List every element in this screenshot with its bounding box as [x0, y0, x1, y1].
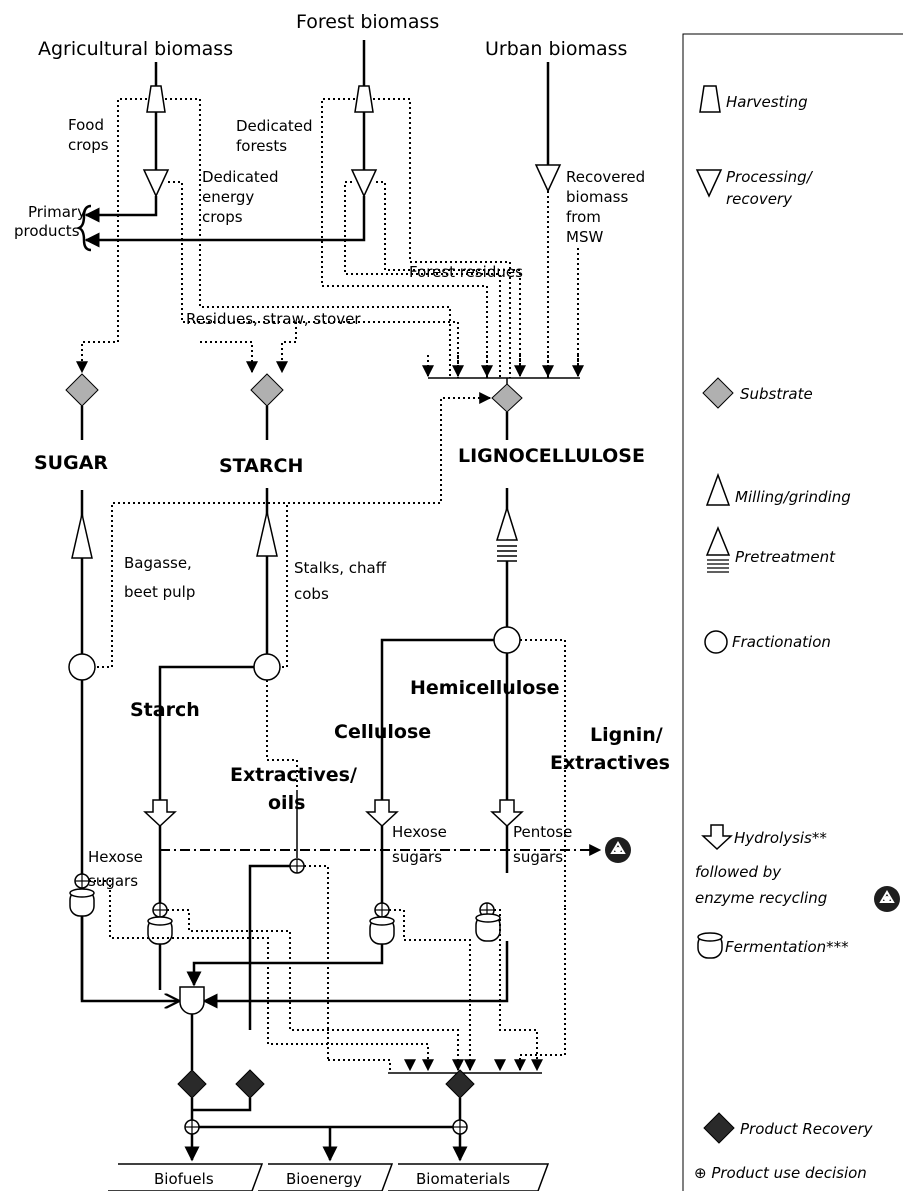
svg-text:from: from [566, 208, 601, 226]
legend-product-use: ⊕ Product use decision [694, 1164, 867, 1182]
svg-text:beet pulp: beet pulp [124, 583, 195, 601]
svg-text:crops: crops [202, 208, 243, 226]
urban-biomass-label: Urban biomass [485, 38, 627, 60]
legend-milling-icon [705, 472, 731, 506]
svg-text:crops: crops [68, 136, 109, 154]
stalks-chaff-label: Stalks, chaff [294, 559, 387, 577]
hydrolysis-cellulose-icon [365, 799, 399, 828]
hexose-sugars-left-label: Hexose [88, 848, 143, 866]
legend-fermentation: Fermentation*** [725, 938, 849, 956]
legend-substrate: Substrate [740, 385, 813, 403]
processing-urban-icon [534, 164, 562, 193]
harvesting-forest-icon [354, 85, 374, 113]
harvesting-agri-icon [146, 85, 166, 113]
lignocellulose-substrate-icon [491, 383, 523, 413]
legend-hydrolysis-icon [701, 824, 733, 851]
starch-label: STARCH [219, 455, 303, 477]
biofuel-collector-icon [179, 986, 205, 1015]
hydrolysis-hemicellulose-icon [490, 799, 524, 828]
legend-processing-icon [695, 169, 723, 198]
fractionation-ligno-icon [493, 626, 521, 654]
forest-residues-label: Forest residues [409, 263, 523, 281]
pretreatment-icon [495, 505, 519, 541]
recovered-biomass-label: Recovered [566, 168, 645, 186]
svg-text:MSW: MSW [566, 228, 603, 246]
processing-forest-icon [350, 169, 378, 198]
svg-text:biomass: biomass [566, 188, 628, 206]
forest-biomass-label: Forest biomass [296, 11, 439, 33]
bioenergy-box [258, 1163, 394, 1191]
enzyme-recycle-icon [604, 836, 632, 864]
legend-product-recovery: Product Recovery [740, 1120, 874, 1138]
legend-fractionation-icon [704, 630, 728, 654]
residues-straw-stover-label: Residues, straw, stover [186, 310, 361, 328]
starch-substrate-icon [250, 373, 284, 407]
fractionation-sugar-icon [68, 653, 96, 681]
legend-recycle-icon [873, 885, 901, 913]
primary-products-label: Primary [28, 203, 86, 221]
legend-harvesting: Harvesting [726, 93, 808, 111]
food-crops-label: Food [68, 116, 104, 134]
svg-text:Extractives: Extractives [550, 752, 670, 774]
processing-agri-icon [142, 169, 170, 198]
agricultural-biomass-label: Agricultural biomass [38, 38, 233, 60]
hemicellulose-label: Hemicellulose [410, 677, 560, 699]
svg-text:sugars: sugars [88, 872, 138, 890]
svg-text:sugars: sugars [513, 848, 563, 866]
biofuels-box [108, 1163, 264, 1191]
dedicated-forests-label: Dedicated [236, 117, 313, 135]
legend-enzyme-recycling: enzyme recycling [695, 889, 827, 907]
legend-substrate-icon [702, 377, 734, 409]
biofuels-label: Biofuels [154, 1170, 214, 1188]
lignin-extractives-label: Lignin/ [590, 724, 663, 746]
extractives-oils-label: Extractives/ [230, 764, 357, 786]
legend-pretreatment-icon [705, 526, 731, 556]
biomaterials-box [388, 1163, 550, 1191]
biomaterials-label: Biomaterials [416, 1170, 510, 1188]
cellulose-label: Cellulose [334, 721, 431, 743]
milling-sugar-icon [71, 513, 93, 559]
starch-fraction-label: Starch [130, 699, 200, 721]
dedicated-energy-label: Dedicated [202, 168, 279, 186]
milling-starch-icon [256, 511, 278, 557]
legend-milling: Milling/grinding [735, 488, 851, 506]
legend-box [682, 33, 903, 1191]
legend-hydrolysis: Hydrolysis** [734, 829, 827, 847]
legend-fractionation: Fractionation [732, 633, 831, 651]
product-recovery-extract-icon [235, 1069, 265, 1099]
svg-text:oils: oils [268, 792, 305, 814]
bagasse-label: Bagasse, [124, 554, 192, 572]
svg-text:products: products [14, 222, 80, 240]
legend-pretreatment: Pretreatment [735, 548, 836, 566]
legend-product-recovery-icon [703, 1112, 735, 1144]
hexose-sugars-mid-label: Hexose [392, 823, 447, 841]
lignocellulose-label: LIGNOCELLULOSE [458, 445, 645, 467]
legend-processing: Processing/ [726, 168, 814, 186]
svg-text:recovery: recovery [726, 190, 793, 208]
product-recovery-fuel-icon [177, 1069, 207, 1099]
bioenergy-label: Bioenergy [286, 1170, 362, 1188]
fractionation-starch-icon [253, 653, 281, 681]
legend-followed-by: followed by [695, 863, 782, 881]
svg-text:sugars: sugars [392, 848, 442, 866]
svg-text:energy: energy [202, 188, 254, 206]
svg-text:cobs: cobs [294, 585, 329, 603]
hydrolysis-starch-icon [143, 799, 177, 828]
product-recovery-material-icon [445, 1069, 475, 1099]
sugar-label: SUGAR [34, 452, 108, 474]
svg-text:forests: forests [236, 137, 287, 155]
legend-harvesting-icon [699, 85, 721, 113]
pentose-sugars-label: Pentose [513, 823, 572, 841]
primary-products-brace [75, 204, 92, 252]
sugar-substrate-icon [65, 373, 99, 407]
